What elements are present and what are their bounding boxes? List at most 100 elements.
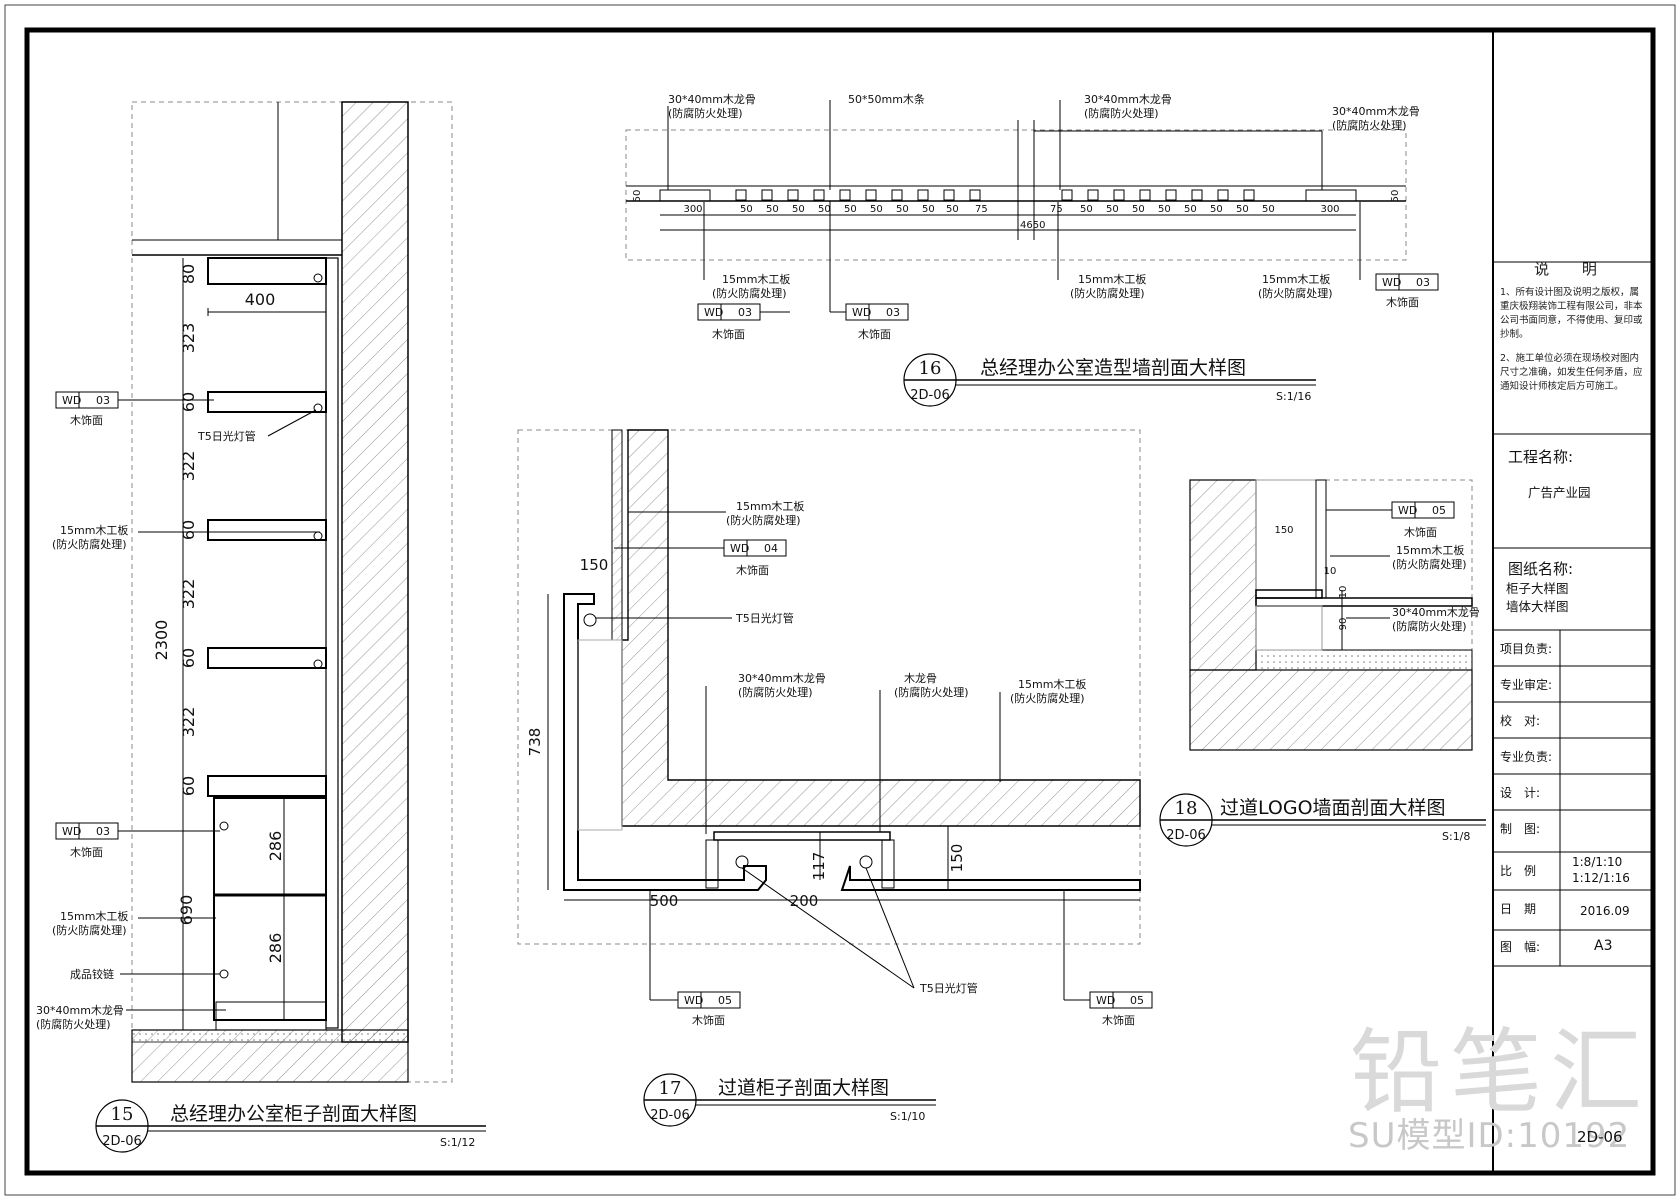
svg-text:150: 150 xyxy=(948,844,966,873)
detail-15-number: 15 xyxy=(111,1104,134,1125)
svg-text:90: 90 xyxy=(1338,618,1349,631)
project-name-label: 工程名称: xyxy=(1508,448,1574,466)
svg-text:T5日光灯管: T5日光灯管 xyxy=(197,429,256,443)
svg-text:60: 60 xyxy=(179,648,198,668)
svg-text:4650: 4650 xyxy=(1020,220,1045,231)
dims-15-vertical: 80 323 60 322 60 322 60 322 60 2300 286 … xyxy=(152,264,285,963)
svg-text:木饰面: 木饰面 xyxy=(858,327,891,341)
svg-text:2300: 2300 xyxy=(152,620,171,661)
svg-text:(防腐防火处理): (防腐防火处理) xyxy=(1392,619,1467,633)
svg-text:50: 50 xyxy=(896,204,909,215)
svg-text:690: 690 xyxy=(177,895,196,926)
svg-text:木饰面: 木饰面 xyxy=(692,1013,725,1027)
tb-label-design: 设 计: xyxy=(1500,786,1541,800)
svg-text:30*40mm木龙骨: 30*40mm木龙骨 xyxy=(1084,93,1172,106)
svg-text:WD: WD xyxy=(1096,994,1115,1007)
detail-15-labels: WD 03 木饰面 T5日光灯管 15mm木工板 (防火防腐处理) WD 03 … xyxy=(36,391,320,1031)
detail-17-sheet: 2D-06 xyxy=(650,1108,690,1123)
svg-text:15mm木工板: 15mm木工板 xyxy=(722,272,790,286)
svg-text:木饰面: 木饰面 xyxy=(1404,525,1437,539)
svg-text:50: 50 xyxy=(1158,204,1171,215)
svg-text:286: 286 xyxy=(266,933,285,964)
dims-16: 50 300 50 50 50 50 50 50 50 50 50 75 465… xyxy=(632,190,1401,231)
svg-text:(防火防腐处理): (防火防腐处理) xyxy=(1070,286,1145,300)
detail-16-title: 总经理办公室造型墙剖面大样图 xyxy=(980,357,1246,379)
svg-text:322: 322 xyxy=(179,707,198,738)
note-item-2: 2、施工单位必须在现场校对图内尺寸之准确，如发生任何矛盾，应通知设计师核定后方可… xyxy=(1500,353,1643,392)
svg-text:(防火防腐处理): (防火防腐处理) xyxy=(52,923,127,937)
svg-text:木饰面: 木饰面 xyxy=(736,563,769,577)
svg-text:50: 50 xyxy=(1106,204,1119,215)
svg-text:05: 05 xyxy=(1432,504,1446,517)
svg-text:80: 80 xyxy=(179,264,198,284)
svg-text:30*40mm木龙骨: 30*40mm木龙骨 xyxy=(1332,105,1420,118)
tb-value-size: A3 xyxy=(1594,938,1613,954)
svg-text:WD: WD xyxy=(62,825,81,838)
svg-text:50: 50 xyxy=(946,204,959,215)
detail-16: 50 300 50 50 50 50 50 50 50 50 50 75 465… xyxy=(625,92,1439,407)
svg-text:木饰面: 木饰面 xyxy=(1102,1013,1135,1027)
svg-text:60: 60 xyxy=(179,392,198,412)
svg-text:(防火防腐处理): (防火防腐处理) xyxy=(726,513,801,527)
svg-text:50: 50 xyxy=(844,204,857,215)
detail-17-labels: 15mm木工板 (防火防腐处理) WD 04 木饰面 T5日光灯管 30*40m… xyxy=(596,499,1153,1027)
detail-18-sheet: 2D-06 xyxy=(1166,828,1206,843)
svg-text:322: 322 xyxy=(179,579,198,610)
svg-text:323: 323 xyxy=(179,323,198,354)
design-notes: 说 明 1、所有设计图及说明之版权，属重庆极翔装饰工程有限公司，非本公司书面同意… xyxy=(1500,262,1645,404)
svg-text:15mm木工板: 15mm木工板 xyxy=(1018,677,1086,691)
detail-16-sheet: 2D-06 xyxy=(910,388,950,403)
svg-text:(防火防腐处理): (防火防腐处理) xyxy=(1258,286,1333,300)
svg-text:(防腐防火处理): (防腐防火处理) xyxy=(1332,118,1407,132)
svg-text:60: 60 xyxy=(179,776,198,796)
svg-text:60: 60 xyxy=(179,520,198,540)
svg-text:50: 50 xyxy=(1210,204,1223,215)
svg-text:15mm木工板: 15mm木工板 xyxy=(60,523,128,537)
svg-text:15mm木工板: 15mm木工板 xyxy=(1396,543,1464,557)
svg-text:50: 50 xyxy=(766,204,779,215)
svg-text:150: 150 xyxy=(1274,525,1293,536)
svg-text:WD: WD xyxy=(730,542,749,555)
detail-17: 150 738 500 200 117 150 15mm木工板 (防火防腐处理)… xyxy=(517,429,1153,1127)
svg-text:04: 04 xyxy=(764,542,778,555)
svg-text:30*40mm木龙骨: 30*40mm木龙骨 xyxy=(668,93,756,106)
detail-18-number: 18 xyxy=(1175,798,1198,819)
svg-text:322: 322 xyxy=(179,451,198,482)
tb-value-scale: 1:8/1:10 1:12/1:16 xyxy=(1572,855,1630,885)
svg-text:75: 75 xyxy=(975,204,988,215)
svg-text:(防火防腐处理): (防火防腐处理) xyxy=(52,537,127,551)
svg-text:500: 500 xyxy=(650,892,679,910)
svg-text:15mm木工板: 15mm木工板 xyxy=(736,499,804,513)
dims-18: 150 10 10 90 xyxy=(1274,525,1349,630)
svg-text:木饰面: 木饰面 xyxy=(1386,295,1419,309)
svg-text:50: 50 xyxy=(1262,204,1275,215)
svg-text:150: 150 xyxy=(580,556,609,574)
svg-text:03: 03 xyxy=(96,825,110,838)
svg-text:50: 50 xyxy=(1080,204,1093,215)
svg-text:WD: WD xyxy=(62,394,81,407)
svg-text:05: 05 xyxy=(718,994,732,1007)
svg-text:50: 50 xyxy=(1390,190,1401,203)
title-block-lines xyxy=(1493,261,1653,967)
detail-18: 150 10 10 90 WD 05 木饰面 15mm木工板 (防火防腐处理) … xyxy=(1159,479,1486,847)
svg-text:50: 50 xyxy=(870,204,883,215)
svg-text:15mm木工板: 15mm木工板 xyxy=(60,909,128,923)
svg-text:200: 200 xyxy=(790,892,819,910)
svg-text:50: 50 xyxy=(818,204,831,215)
svg-text:117: 117 xyxy=(810,852,828,881)
sheet-number: 2D-06 xyxy=(1577,1128,1623,1146)
detail-16-scale: S:1/16 xyxy=(1276,390,1311,403)
svg-text:50*50mm木条: 50*50mm木条 xyxy=(848,92,925,106)
detail-15-scale: S:1/12 xyxy=(440,1136,475,1149)
svg-text:300: 300 xyxy=(1320,204,1339,215)
detail-17-number: 17 xyxy=(659,1078,682,1099)
svg-text:(防腐防火处理): (防腐防火处理) xyxy=(894,685,969,699)
svg-text:15mm木工板: 15mm木工板 xyxy=(1262,272,1330,286)
svg-text:(防腐防火处理): (防腐防火处理) xyxy=(738,685,813,699)
tb-label-check: 校 对: xyxy=(1500,714,1541,728)
svg-text:15mm木工板: 15mm木工板 xyxy=(1078,272,1146,286)
svg-text:50: 50 xyxy=(1236,204,1249,215)
dim-400: 400 xyxy=(245,290,276,309)
